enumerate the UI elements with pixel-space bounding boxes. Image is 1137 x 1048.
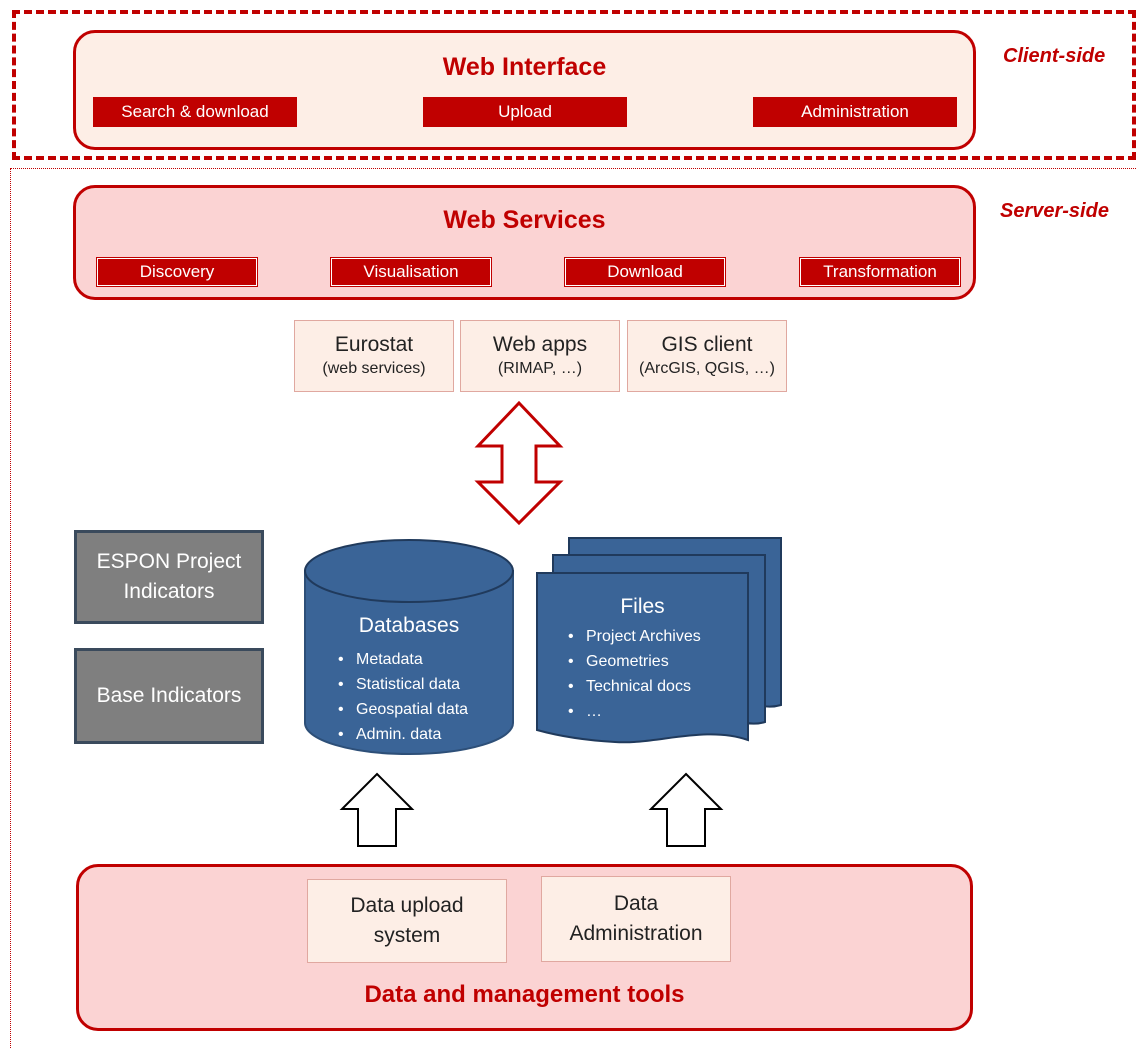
double-arrow-icon: [474, 400, 564, 526]
server-side-label: Server-side: [1000, 200, 1109, 222]
data-management-tools-panel: Data and management tools: [76, 864, 973, 1031]
web-services-title: Web Services: [443, 206, 606, 234]
databases-item: Metadata: [338, 647, 468, 672]
databases-item: Statistical data: [338, 672, 468, 697]
files-item: Geometries: [568, 649, 701, 674]
client-web-apps-title: Web apps: [492, 333, 588, 356]
client-eurostat-subtitle: (web services): [322, 360, 426, 377]
web-interface-title: Web Interface: [442, 53, 607, 81]
espon-indicators-line2: Indicators: [123, 580, 215, 603]
upload-button[interactable]: Upload: [423, 97, 627, 127]
data-management-tools-title: Data and management tools: [364, 981, 685, 1008]
visualisation-button[interactable]: Visualisation: [330, 257, 492, 287]
data-admin-line1: Data: [613, 892, 659, 915]
server-side-zone: [10, 168, 1136, 1048]
data-upload-line2: system: [373, 924, 441, 947]
data-admin-line2: Administration: [569, 922, 703, 945]
base-indicators-box: Base Indicators: [74, 648, 264, 744]
espon-project-indicators-box: ESPON Project Indicators: [74, 530, 264, 624]
client-eurostat: Eurostat (web services): [294, 320, 454, 392]
data-administration-box: Data Administration: [541, 876, 731, 962]
up-arrow-left-icon: [339, 772, 415, 847]
files-list: Project Archives Geometries Technical do…: [568, 624, 701, 724]
discovery-button[interactable]: Discovery: [96, 257, 258, 287]
databases-title: Databases: [358, 614, 460, 637]
client-gis-title: GIS client: [661, 333, 753, 356]
client-gis: GIS client (ArcGIS, QGIS, …): [627, 320, 787, 392]
files-item: …: [568, 699, 701, 724]
client-side-zone: [12, 10, 1136, 160]
databases-list: Metadata Statistical data Geospatial dat…: [338, 647, 468, 747]
client-web-apps-subtitle: (RIMAP, …): [497, 360, 583, 377]
base-indicators-label: Base Indicators: [96, 684, 242, 707]
client-side-label: Client-side: [1003, 45, 1106, 67]
data-upload-line1: Data upload: [350, 894, 464, 917]
client-gis-subtitle: (ArcGIS, QGIS, …): [638, 360, 775, 377]
client-web-apps: Web apps (RIMAP, …): [460, 320, 620, 392]
transformation-button[interactable]: Transformation: [799, 257, 961, 287]
files-item: Project Archives: [568, 624, 701, 649]
download-button[interactable]: Download: [564, 257, 726, 287]
files-item: Technical docs: [568, 674, 701, 699]
files-title: Files: [620, 595, 665, 618]
client-eurostat-title: Eurostat: [334, 333, 414, 356]
web-interface-panel: Web Interface: [73, 30, 976, 150]
data-upload-system-box: Data upload system: [307, 879, 507, 963]
search-download-button[interactable]: Search & download: [93, 97, 297, 127]
up-arrow-right-icon: [648, 772, 724, 847]
databases-item: Geospatial data: [338, 697, 468, 722]
databases-item: Admin. data: [338, 722, 468, 747]
espon-indicators-line1: ESPON Project: [96, 550, 242, 573]
administration-button[interactable]: Administration: [753, 97, 957, 127]
